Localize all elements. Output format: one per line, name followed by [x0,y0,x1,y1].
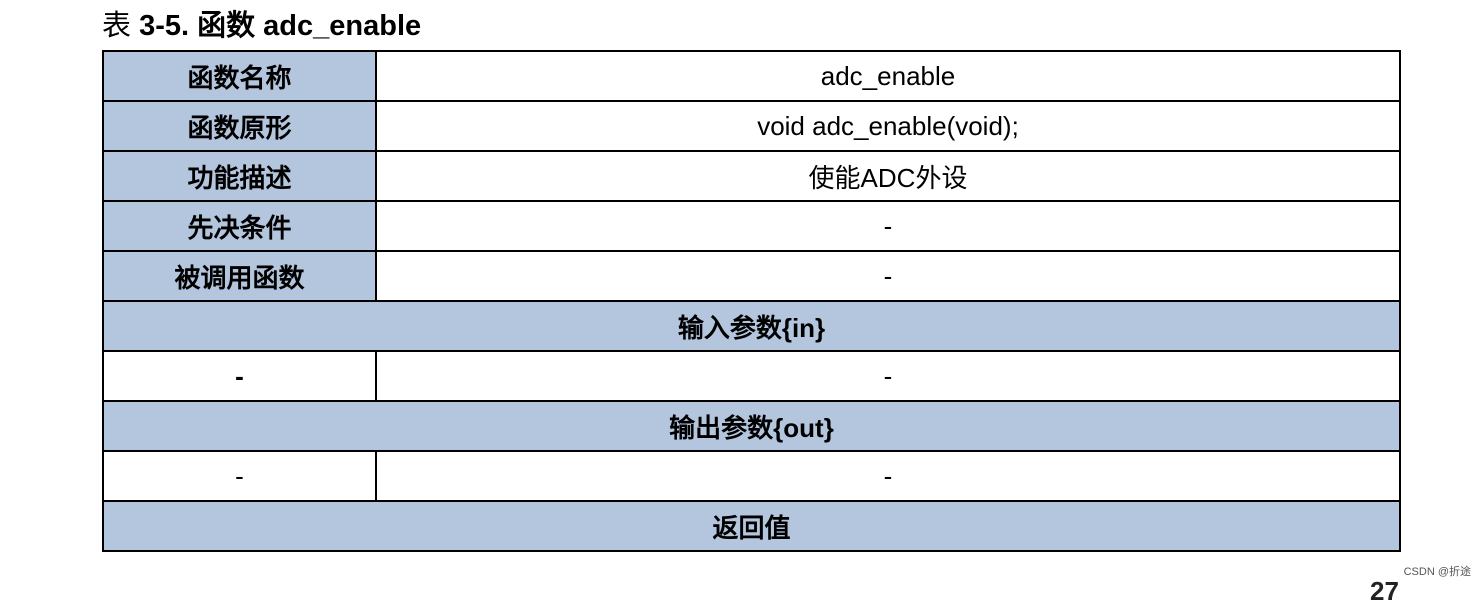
value-function-prototype: void adc_enable(void); [375,100,1401,152]
value-precondition: - [375,200,1401,252]
caption-prefix: 表 [102,10,132,42]
page-number: 27 [1370,578,1406,604]
label-function-name: 函数名称 [102,50,377,102]
table-row-input-param: - - [102,350,1401,402]
table-row-function-prototype: 函数原形 void adc_enable(void); [102,100,1401,152]
section-title-return: 返回值 [102,500,1401,552]
page-number-text: 27 [1370,576,1399,606]
output-param-name: - [102,450,377,502]
table-caption: 表 3-5. 函数 adc_enable [102,6,421,46]
function-spec-table: 函数名称 adc_enable 函数原形 void adc_enable(voi… [102,50,1401,552]
table-row-called-functions: 被调用函数 - [102,250,1401,302]
caption-number: 3-5. [139,10,190,42]
value-description: 使能ADC外设 [375,150,1401,202]
section-row-return: 返回值 [102,500,1401,552]
output-param-description: - [375,450,1401,502]
label-precondition: 先决条件 [102,200,377,252]
table-row-output-param: - - [102,450,1401,502]
value-called-functions: - [375,250,1401,302]
section-row-output: 输出参数{out} [102,400,1401,452]
table-row-precondition: 先决条件 - [102,200,1401,252]
input-param-name: - [102,350,377,402]
label-function-prototype: 函数原形 [102,100,377,152]
section-title-output: 输出参数{out} [102,400,1401,452]
input-param-description: - [375,350,1401,402]
watermark: CSDN @折途 [1403,566,1471,578]
section-row-input: 输入参数{in} [102,300,1401,352]
value-function-name: adc_enable [375,50,1401,102]
label-description: 功能描述 [102,150,377,202]
section-title-input: 输入参数{in} [102,300,1401,352]
label-called-functions: 被调用函数 [102,250,377,302]
table-row-description: 功能描述 使能ADC外设 [102,150,1401,202]
table-row-function-name: 函数名称 adc_enable [102,50,1401,102]
caption-title: 函数 adc_enable [197,10,422,42]
